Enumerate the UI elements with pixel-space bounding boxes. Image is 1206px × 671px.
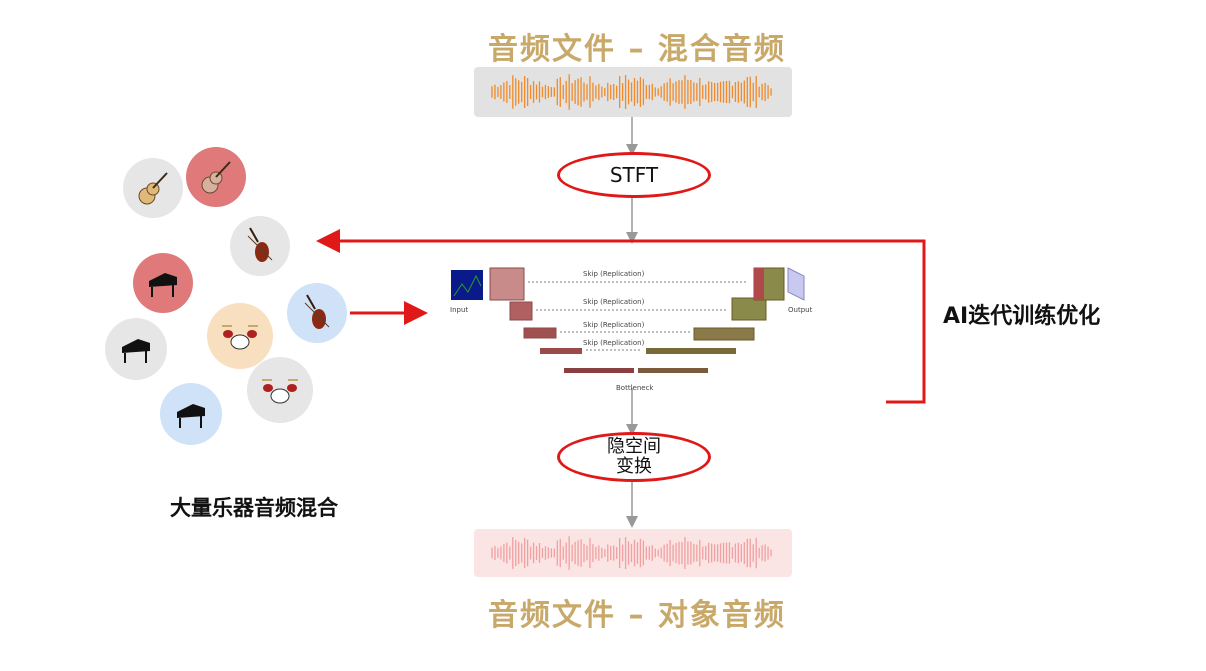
mixed-audio-waveform bbox=[474, 67, 792, 117]
skip-label-3: Skip (Replication) bbox=[583, 321, 645, 329]
feedback-loop-line bbox=[316, 229, 926, 404]
object-audio-waveform bbox=[474, 529, 792, 577]
guitar-circle-2 bbox=[186, 147, 246, 207]
skip-label-2: Skip (Replication) bbox=[583, 298, 645, 306]
latent-transform-node: 隐空间 变换 bbox=[557, 432, 711, 482]
acoustic-guitar-icon bbox=[138, 172, 168, 205]
acoustic-guitar-icon bbox=[201, 161, 231, 194]
output-audio-title: 音频文件 – 对象音频 bbox=[488, 598, 786, 633]
drum-kit-icon bbox=[222, 325, 258, 350]
violin-circle-2 bbox=[287, 283, 347, 343]
bottleneck-block-left bbox=[564, 368, 634, 373]
instrument-mix-label: 大量乐器音频混合 bbox=[170, 496, 338, 520]
input-spectrogram bbox=[451, 270, 483, 300]
encoder-block-3 bbox=[523, 327, 557, 339]
unet-diagram: Input Bottleneck Output Skip (Replicatio… bbox=[448, 262, 818, 392]
drum-circle-1 bbox=[207, 303, 273, 369]
output-mask bbox=[787, 267, 805, 301]
piano-circle-1 bbox=[133, 253, 193, 313]
decoder-block-2 bbox=[731, 297, 767, 321]
grand-piano-icon bbox=[149, 273, 177, 297]
mixed-waveform-bars bbox=[491, 74, 772, 110]
latent-label-line1: 隐空间 bbox=[607, 436, 661, 457]
drum-circle-2 bbox=[247, 357, 313, 423]
unet-architecture: Input Bottleneck Output Skip (Replicatio… bbox=[450, 267, 813, 392]
piano-circle-3 bbox=[160, 383, 222, 445]
violin-icon bbox=[247, 227, 273, 262]
violin-icon bbox=[304, 294, 330, 329]
stft-node: STFT bbox=[557, 152, 711, 198]
stft-label: STFT bbox=[609, 163, 659, 187]
violin-circle-1 bbox=[230, 216, 290, 276]
decoder-block-3 bbox=[693, 327, 755, 341]
encoder-block-4 bbox=[540, 348, 582, 354]
input-audio-title: 音频文件 – 混合音频 bbox=[488, 32, 786, 67]
input-label: Input bbox=[450, 306, 468, 314]
skip-label-4: Skip (Replication) bbox=[583, 339, 645, 347]
decoder-block-4 bbox=[646, 348, 736, 354]
encoder-block-2 bbox=[509, 301, 533, 321]
guitar-circle-1 bbox=[123, 158, 183, 218]
grand-piano-icon bbox=[177, 404, 205, 428]
grand-piano-icon bbox=[122, 339, 150, 363]
encoder-block-1 bbox=[489, 267, 525, 301]
bottleneck-label: Bottleneck bbox=[616, 384, 654, 392]
drum-kit-icon bbox=[262, 379, 298, 404]
bottleneck-block-right bbox=[638, 368, 708, 373]
object-waveform-bars bbox=[491, 536, 772, 570]
ai-training-label: AI迭代训练优化 bbox=[943, 304, 1101, 329]
piano-circle-2 bbox=[105, 318, 167, 380]
skip-label-1: Skip (Replication) bbox=[583, 270, 645, 278]
instrument-cluster bbox=[0, 0, 400, 460]
output-label: Output bbox=[788, 306, 813, 314]
latent-label-line2: 变换 bbox=[616, 456, 652, 477]
